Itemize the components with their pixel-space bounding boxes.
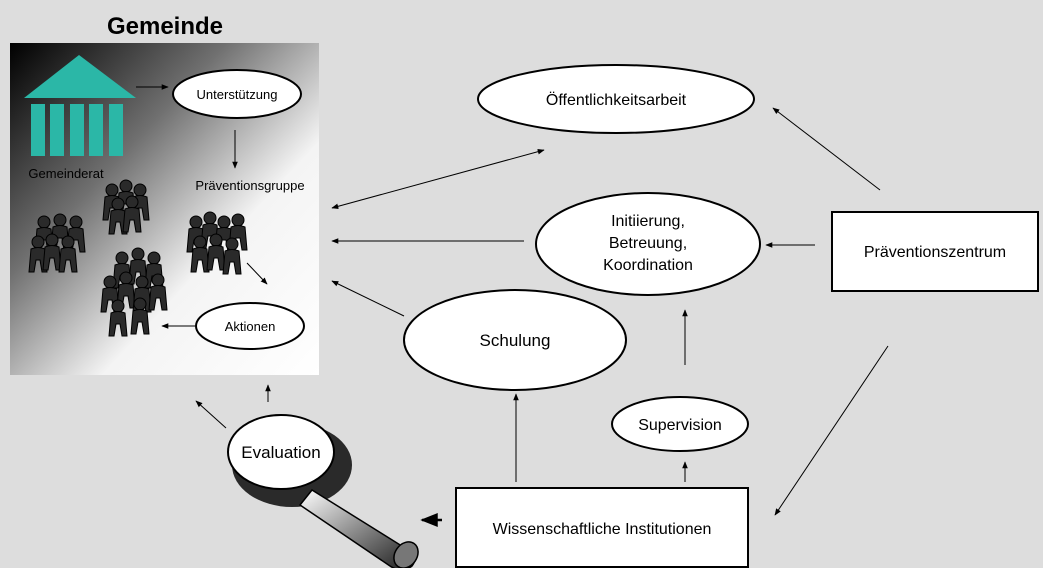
prevention-center-node: Präventionszentrum — [831, 211, 1039, 292]
initiation-node: Initiierung, Betreuung, Koordination — [535, 192, 761, 296]
arrow-evaluation-to-gemeinde-left — [195, 400, 227, 429]
arrow-center-to-public-relations — [772, 107, 881, 191]
scientific-institutions-node: Wissenschaftliche Institutionen — [455, 487, 749, 568]
supervision-node: Supervision — [611, 396, 749, 452]
arrow-group-to-actions — [246, 262, 268, 285]
gemeinde-title: Gemeinde — [107, 13, 223, 40]
actions-label: Aktionen — [225, 319, 276, 334]
arrow-training-to-gemeinde — [331, 280, 405, 317]
training-node: Schulung — [403, 289, 627, 391]
support-node: Unterstützung — [172, 69, 302, 119]
support-label: Unterstützung — [197, 87, 278, 102]
supervision-label: Supervision — [638, 417, 722, 434]
prevention-group-label: Präventionsgruppe — [195, 178, 304, 193]
prevention-center-label: Präventionszentrum — [864, 244, 1006, 261]
initiation-label-line1: Initiierung, — [611, 213, 685, 230]
actions-node: Aktionen — [195, 302, 305, 350]
training-label: Schulung — [480, 331, 551, 350]
public-relations-label: Öffentlichkeitsarbeit — [546, 91, 687, 109]
magnifying-glass-icon — [227, 414, 419, 568]
initiation-label-line3: Koordination — [603, 257, 693, 274]
evaluation-label: Evaluation — [241, 443, 320, 462]
public-relations-node: Öffentlichkeitsarbeit — [477, 64, 755, 134]
council-label: Gemeinderat — [28, 166, 104, 181]
scientific-institutions-label: Wissenschaftliche Institutionen — [493, 521, 712, 538]
government-building-icon — [24, 55, 136, 156]
arrow-center-to-institutions — [774, 345, 889, 516]
initiation-label-line2: Betreuung, — [609, 235, 687, 252]
arrow-gemeinde-public-relations — [331, 148, 545, 210]
